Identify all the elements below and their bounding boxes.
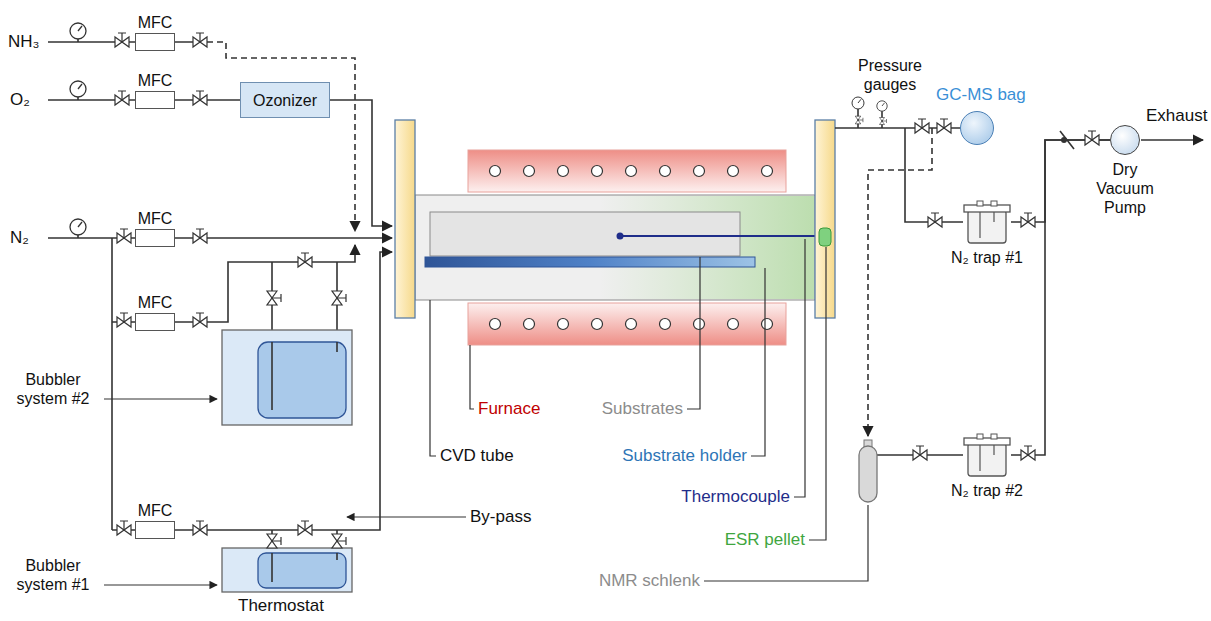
trap-part [964, 205, 1010, 212]
callout-label: Thermocouple [681, 487, 790, 507]
callout-label: Substrates [602, 399, 683, 419]
bubbler-bottle [258, 553, 346, 588]
trap-part [964, 438, 1010, 445]
mfc-box: MFC [135, 521, 175, 539]
node-label: Dry Vacuum Pump [1089, 160, 1161, 217]
callout-label: By-pass [470, 507, 531, 527]
callout-label: Exhaust [1146, 106, 1207, 126]
substrates [430, 212, 740, 256]
trap-part [968, 210, 1006, 243]
gas-zone [600, 196, 814, 299]
nmr-schlenk [859, 440, 877, 502]
cvd-tube [415, 195, 815, 300]
substrate-holder [425, 257, 755, 267]
leader-line [104, 239, 868, 585]
process-box: Ozonizer [240, 82, 330, 118]
furnace-top [468, 150, 786, 192]
esr-pellet [819, 228, 831, 246]
bubbler-bottle [258, 342, 346, 418]
node-label: MFC [138, 501, 173, 520]
heating-coils [490, 166, 773, 330]
cold-trap: N₂ trap #2 [963, 433, 1011, 477]
trap-part [977, 434, 983, 439]
trap-part [968, 443, 1006, 476]
dip-tube [272, 342, 337, 410]
callout-label: NH₃ [8, 32, 39, 52]
callout-label: N₂ [10, 228, 29, 248]
trap-shape [963, 200, 1011, 244]
trap-part [980, 212, 994, 238]
callout-label: Thermostat [238, 596, 324, 616]
trap-shape [963, 433, 1011, 477]
valve [855, 116, 1099, 460]
thermocouple-wire [620, 235, 815, 237]
pressure-gauge [70, 23, 86, 235]
dip-tube [272, 553, 337, 582]
node-label: MFC [138, 13, 173, 32]
mfc-box: MFC [135, 33, 175, 51]
trap-part [977, 201, 983, 206]
pressure-gauge [852, 97, 887, 111]
thermocouple-tip [617, 233, 624, 240]
node-label: Ozonizer [253, 91, 317, 110]
callout-label: CVD tube [440, 446, 514, 466]
callout-label: NMR schlenk [599, 571, 700, 591]
furnace-bottom [468, 303, 786, 345]
node-label: GC-MS bag [936, 85, 1026, 105]
node-label: N₂ trap #1 [951, 248, 1023, 267]
callout-label: Pressure gauges [848, 56, 932, 94]
gas-line [175, 99, 240, 101]
node-label: MFC [138, 71, 173, 90]
mfc-box: MFC [135, 229, 175, 247]
callout-label: Bubbler system #1 [6, 556, 100, 594]
mfc-box: MFC [135, 313, 175, 331]
trap-part [991, 434, 997, 439]
callout-label: Furnace [478, 399, 540, 419]
gas-line [1011, 140, 1110, 455]
callout-label: Bubbler system #2 [6, 370, 100, 408]
callout-label: Substrate holder [622, 446, 747, 466]
callout-label: ESR pellet [725, 530, 805, 550]
node-label: N₂ trap #2 [951, 481, 1023, 500]
outlet-flange [815, 120, 835, 318]
vacuum-pump: Dry Vacuum Pump [1110, 125, 1140, 155]
cold-trap: N₂ trap #1 [963, 200, 1011, 244]
trap-part [991, 201, 997, 206]
node-label: MFC [138, 293, 173, 312]
thermostat-bath [222, 548, 352, 592]
check-valve [1060, 131, 1074, 149]
bath [222, 330, 352, 425]
valve [115, 33, 346, 548]
trap-part [980, 445, 994, 471]
inlet-flange [395, 120, 415, 318]
gas-lines [48, 34, 392, 582]
gas-line [1011, 140, 1110, 222]
node-label: MFC [138, 209, 173, 228]
mfc-box: MFC [135, 91, 175, 109]
gc-ms-bag: GC-MS bag [960, 111, 994, 145]
callout-label: O₂ [10, 90, 30, 110]
exhaust-lines [835, 109, 1203, 455]
